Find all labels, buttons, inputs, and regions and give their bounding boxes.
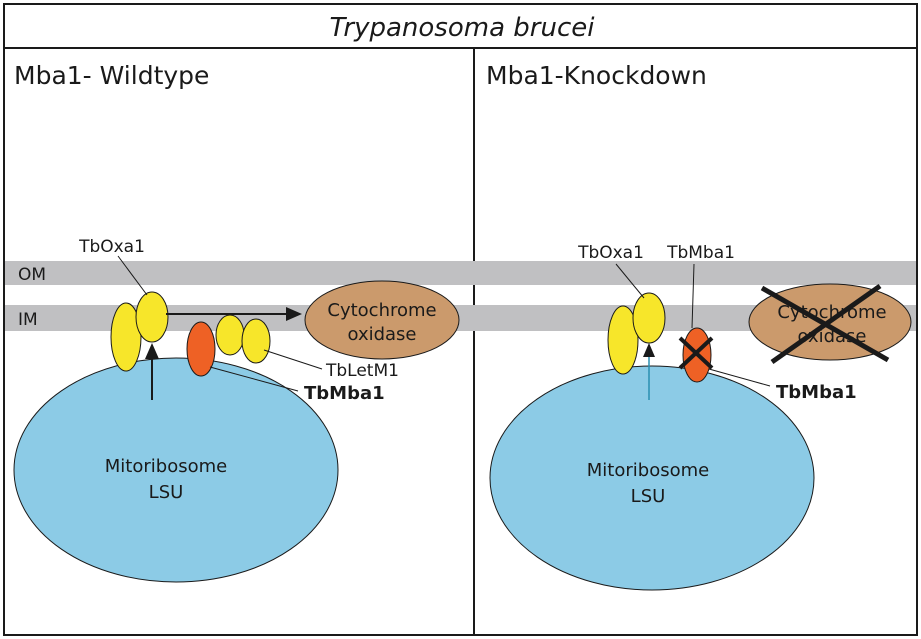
left-oxa1-subunit-b [135,291,169,343]
left-cytochrome-oxidase [304,280,460,360]
left-oxa1-leader [117,255,148,296]
right-oxa1-label: TbOxa1 [577,243,644,263]
left-letm1-subunit-a [215,314,245,356]
figure-title: Trypanosoma brucei [330,13,596,43]
left-insertion-arrow-head [145,343,159,359]
left-letm1-subunit-b [241,318,271,364]
left-mitoribosome [13,357,339,583]
left-cox-label-2: oxidase [347,324,416,345]
left-letm1-leader [263,349,323,370]
right-panel-heading: Mba1-Knockdown [486,61,707,90]
left-panel: Mba1- Wildtype Mitoribosome LSU TbOxa1 C… [13,61,460,583]
left-mba1-label: TbMba1 [304,383,385,404]
left-letm1-label: TbLetM1 [325,361,399,381]
left-mitoribosome-label: Mitoribosome [105,456,227,477]
right-mba1-top-leader [691,263,695,329]
right-mba1-top-label: TbMba1 [666,243,735,263]
left-assembly-arrow-head [286,307,302,321]
right-oxa1-subunit-a [607,305,639,375]
right-mba1-cross-b [678,336,714,370]
right-mba1-leader [708,368,771,387]
right-insertion-arrow-head [643,343,655,357]
right-mitoribosome [489,365,815,591]
left-oxa1-subunit-a [110,302,142,372]
om-label: OM [18,265,46,285]
right-panel: Mba1-Knockdown Mitoribosome LSU TbOxa1 T… [486,61,912,591]
left-mba1 [186,321,216,377]
right-mitoribosome-label: Mitoribosome [587,460,709,481]
left-mba1-leader [209,366,299,392]
left-cox-label-1: Cytochrome [327,300,436,321]
left-panel-heading: Mba1- Wildtype [14,61,209,90]
im-label: IM [18,310,38,330]
right-mba1-label: TbMba1 [776,382,857,403]
right-oxa1-leader [615,263,645,299]
left-lsu-label: LSU [149,482,184,503]
right-cox-cross-b [770,283,882,365]
left-oxa1-label: TbOxa1 [78,237,145,257]
right-lsu-label: LSU [631,486,666,507]
outer-membrane-band [5,261,916,285]
right-cox-label-1: Cytochrome [777,302,886,323]
right-oxa1-subunit-b [632,292,666,344]
